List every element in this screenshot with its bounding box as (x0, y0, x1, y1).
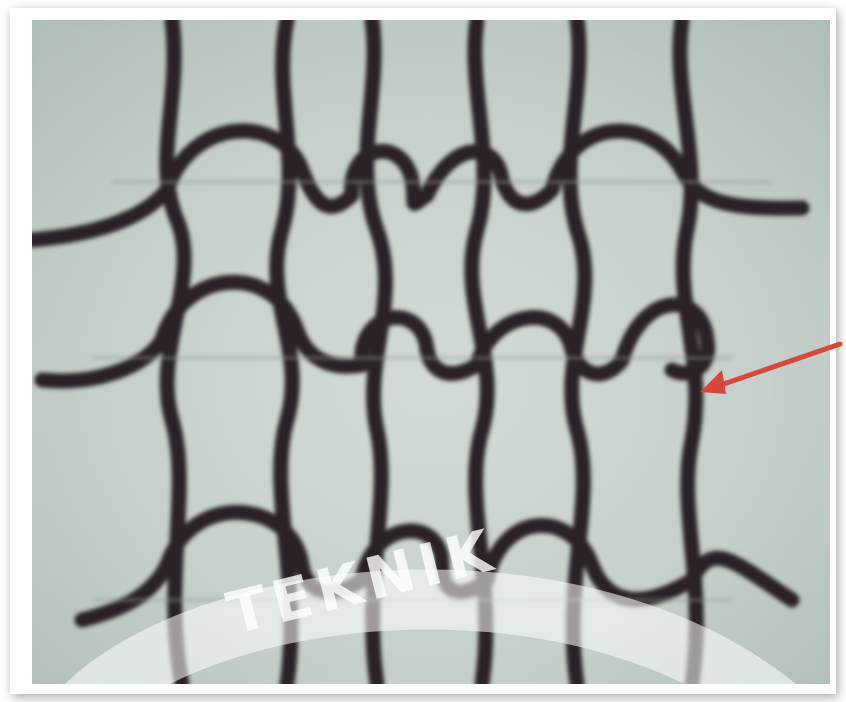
red-arrow-icon (690, 330, 846, 410)
